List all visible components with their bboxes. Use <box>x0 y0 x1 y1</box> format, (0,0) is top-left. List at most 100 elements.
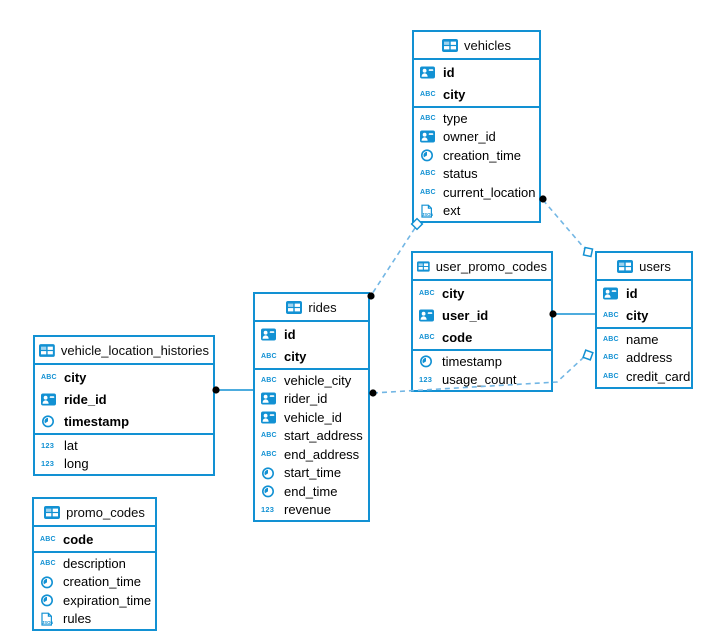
column-row: vehicle_id <box>255 408 368 427</box>
column-name: long <box>64 456 89 472</box>
column-name: expiration_time <box>63 592 152 608</box>
table-icon <box>39 343 55 357</box>
column-name: id <box>443 64 455 80</box>
column-name: description <box>63 555 126 571</box>
id-type-icon <box>419 309 434 321</box>
column-row: creation_time <box>414 146 539 165</box>
string-type-icon: ABC <box>261 376 277 384</box>
table-header[interactable]: user_promo_codes <box>413 253 551 281</box>
primary-column-row: ABC city <box>413 282 551 304</box>
column-name: user_id <box>442 307 489 323</box>
column-name: city <box>626 307 649 323</box>
column-name: end_time <box>284 483 338 499</box>
timestamp-type-icon <box>41 594 53 607</box>
column-name: name <box>626 331 659 347</box>
id-type-icon <box>261 411 276 424</box>
cardinality-square-marker <box>582 246 594 258</box>
column-row: ABC name <box>597 330 691 349</box>
timestamp-type-icon <box>41 576 53 589</box>
pk-section-divider <box>255 368 368 370</box>
column-name: city <box>64 369 87 385</box>
column-name: end_address <box>284 446 360 462</box>
column-name: usage_count <box>442 372 517 388</box>
string-type-icon: ABC <box>40 535 56 543</box>
column-name: lat <box>64 437 78 453</box>
pk-section-divider <box>34 551 155 553</box>
number-type-icon: 123 <box>41 440 55 450</box>
timestamp-type-icon <box>42 415 54 428</box>
primary-column-row: id <box>597 282 691 304</box>
id-type-icon <box>261 392 276 405</box>
id-type-icon <box>41 393 56 405</box>
column-row: creation_time <box>34 573 155 592</box>
table-name: vehicle_location_histories <box>60 342 209 358</box>
column-name: vehicle_city <box>284 372 352 388</box>
primary-column-row: ABC city <box>35 366 213 388</box>
column-name: city <box>442 285 465 301</box>
string-type-icon: ABC <box>603 354 619 362</box>
column-name: revenue <box>284 502 331 518</box>
string-type-icon: ABC <box>603 335 619 343</box>
column-name: code <box>63 531 94 547</box>
column-row: 123 usage_count <box>413 371 551 390</box>
string-type-icon: ABC <box>419 289 435 297</box>
column-row: owner_id <box>414 128 539 147</box>
primary-column-row: ABC code <box>34 528 155 550</box>
string-type-icon: ABC <box>41 373 57 381</box>
primary-column-row: ride_id <box>35 388 213 410</box>
table-header[interactable]: promo_codes <box>34 499 155 527</box>
string-type-icon: ABC <box>420 90 436 98</box>
string-type-icon: ABC <box>420 188 436 196</box>
column-row: end_time <box>255 482 368 501</box>
primary-column-row: user_id <box>413 304 551 326</box>
primary-column-row: id <box>414 61 539 83</box>
column-name: credit_card <box>626 368 691 384</box>
string-type-icon: ABC <box>261 432 277 440</box>
column-name: timestamp <box>64 413 130 429</box>
table-icon <box>44 505 61 519</box>
table-name: user_promo_codes <box>435 258 547 274</box>
column-row: timestamp <box>413 352 551 371</box>
column-name: status <box>443 166 478 182</box>
number-type-icon: 123 <box>419 375 433 384</box>
id-type-icon <box>261 328 276 340</box>
table-icon <box>442 38 459 52</box>
string-type-icon: ABC <box>261 352 277 360</box>
column-row: ABC start_address <box>255 427 368 446</box>
column-name: ride_id <box>64 391 107 407</box>
relationship-line-vehicles-users <box>542 199 586 250</box>
table-header[interactable]: users <box>597 253 691 281</box>
string-type-icon: ABC <box>40 559 56 567</box>
id-type-icon <box>420 66 435 78</box>
column-name: start_address <box>284 428 363 444</box>
cardinality-dot-marker <box>369 389 377 397</box>
table-header[interactable]: vehicles <box>414 32 539 60</box>
pk-section-divider <box>413 349 551 351</box>
table-header[interactable]: vehicle_location_histories <box>35 337 213 365</box>
timestamp-type-icon <box>420 355 432 368</box>
column-name: creation_time <box>63 574 142 590</box>
column-name: id <box>626 285 638 301</box>
table-icon <box>286 300 303 314</box>
table-header[interactable]: rides <box>255 294 368 322</box>
column-name: id <box>284 326 296 342</box>
table-icon <box>617 259 634 273</box>
